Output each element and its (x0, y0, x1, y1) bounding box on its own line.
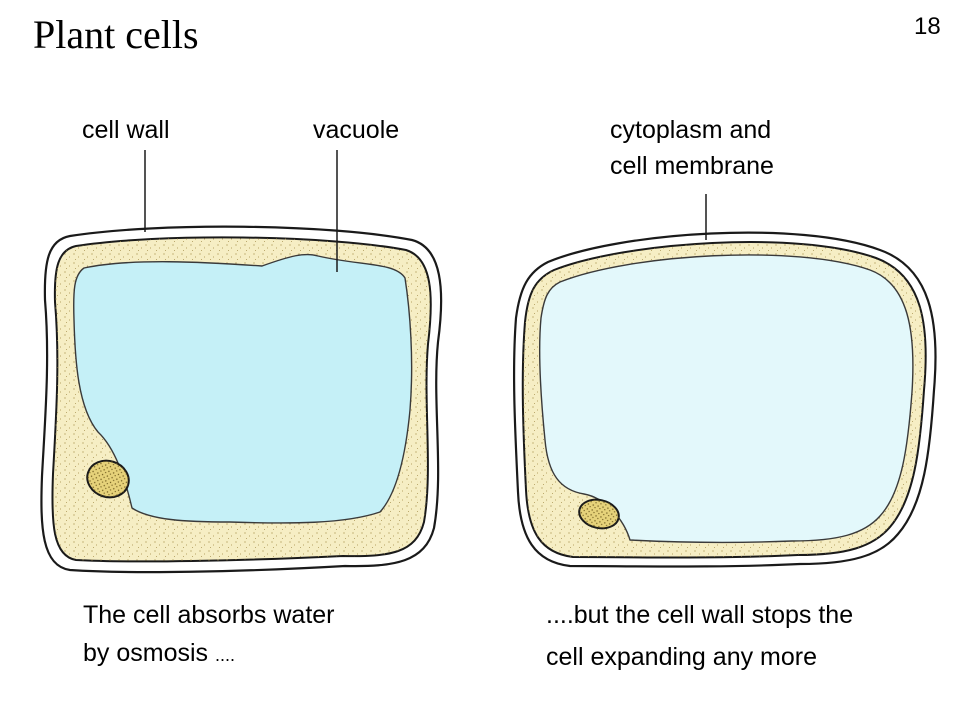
right-cell-vacuole (538, 254, 914, 544)
caption-right-line2: cell expanding any more (546, 643, 817, 671)
label-cell-wall: cell wall (82, 116, 170, 144)
caption-left-dots: .... (214, 645, 235, 665)
left-cell-vacuole (73, 253, 413, 524)
label-cytoplasm-line1: cytoplasm and (610, 116, 772, 144)
caption-right-line1: ....but the cell wall stops the (546, 601, 854, 629)
right-cell (512, 231, 937, 568)
label-cytoplasm-line2: cell membrane (610, 152, 774, 180)
caption-left-line1: The cell absorbs water (83, 601, 335, 629)
label-vacuole: vacuole (313, 116, 400, 144)
page-title: Plant cells (33, 12, 199, 57)
caption-left-line2-text: by osmosis (83, 639, 215, 667)
slide-number: 18 (914, 13, 941, 40)
left-cell (40, 225, 443, 574)
caption-left-line2: by osmosis .... (83, 636, 235, 673)
